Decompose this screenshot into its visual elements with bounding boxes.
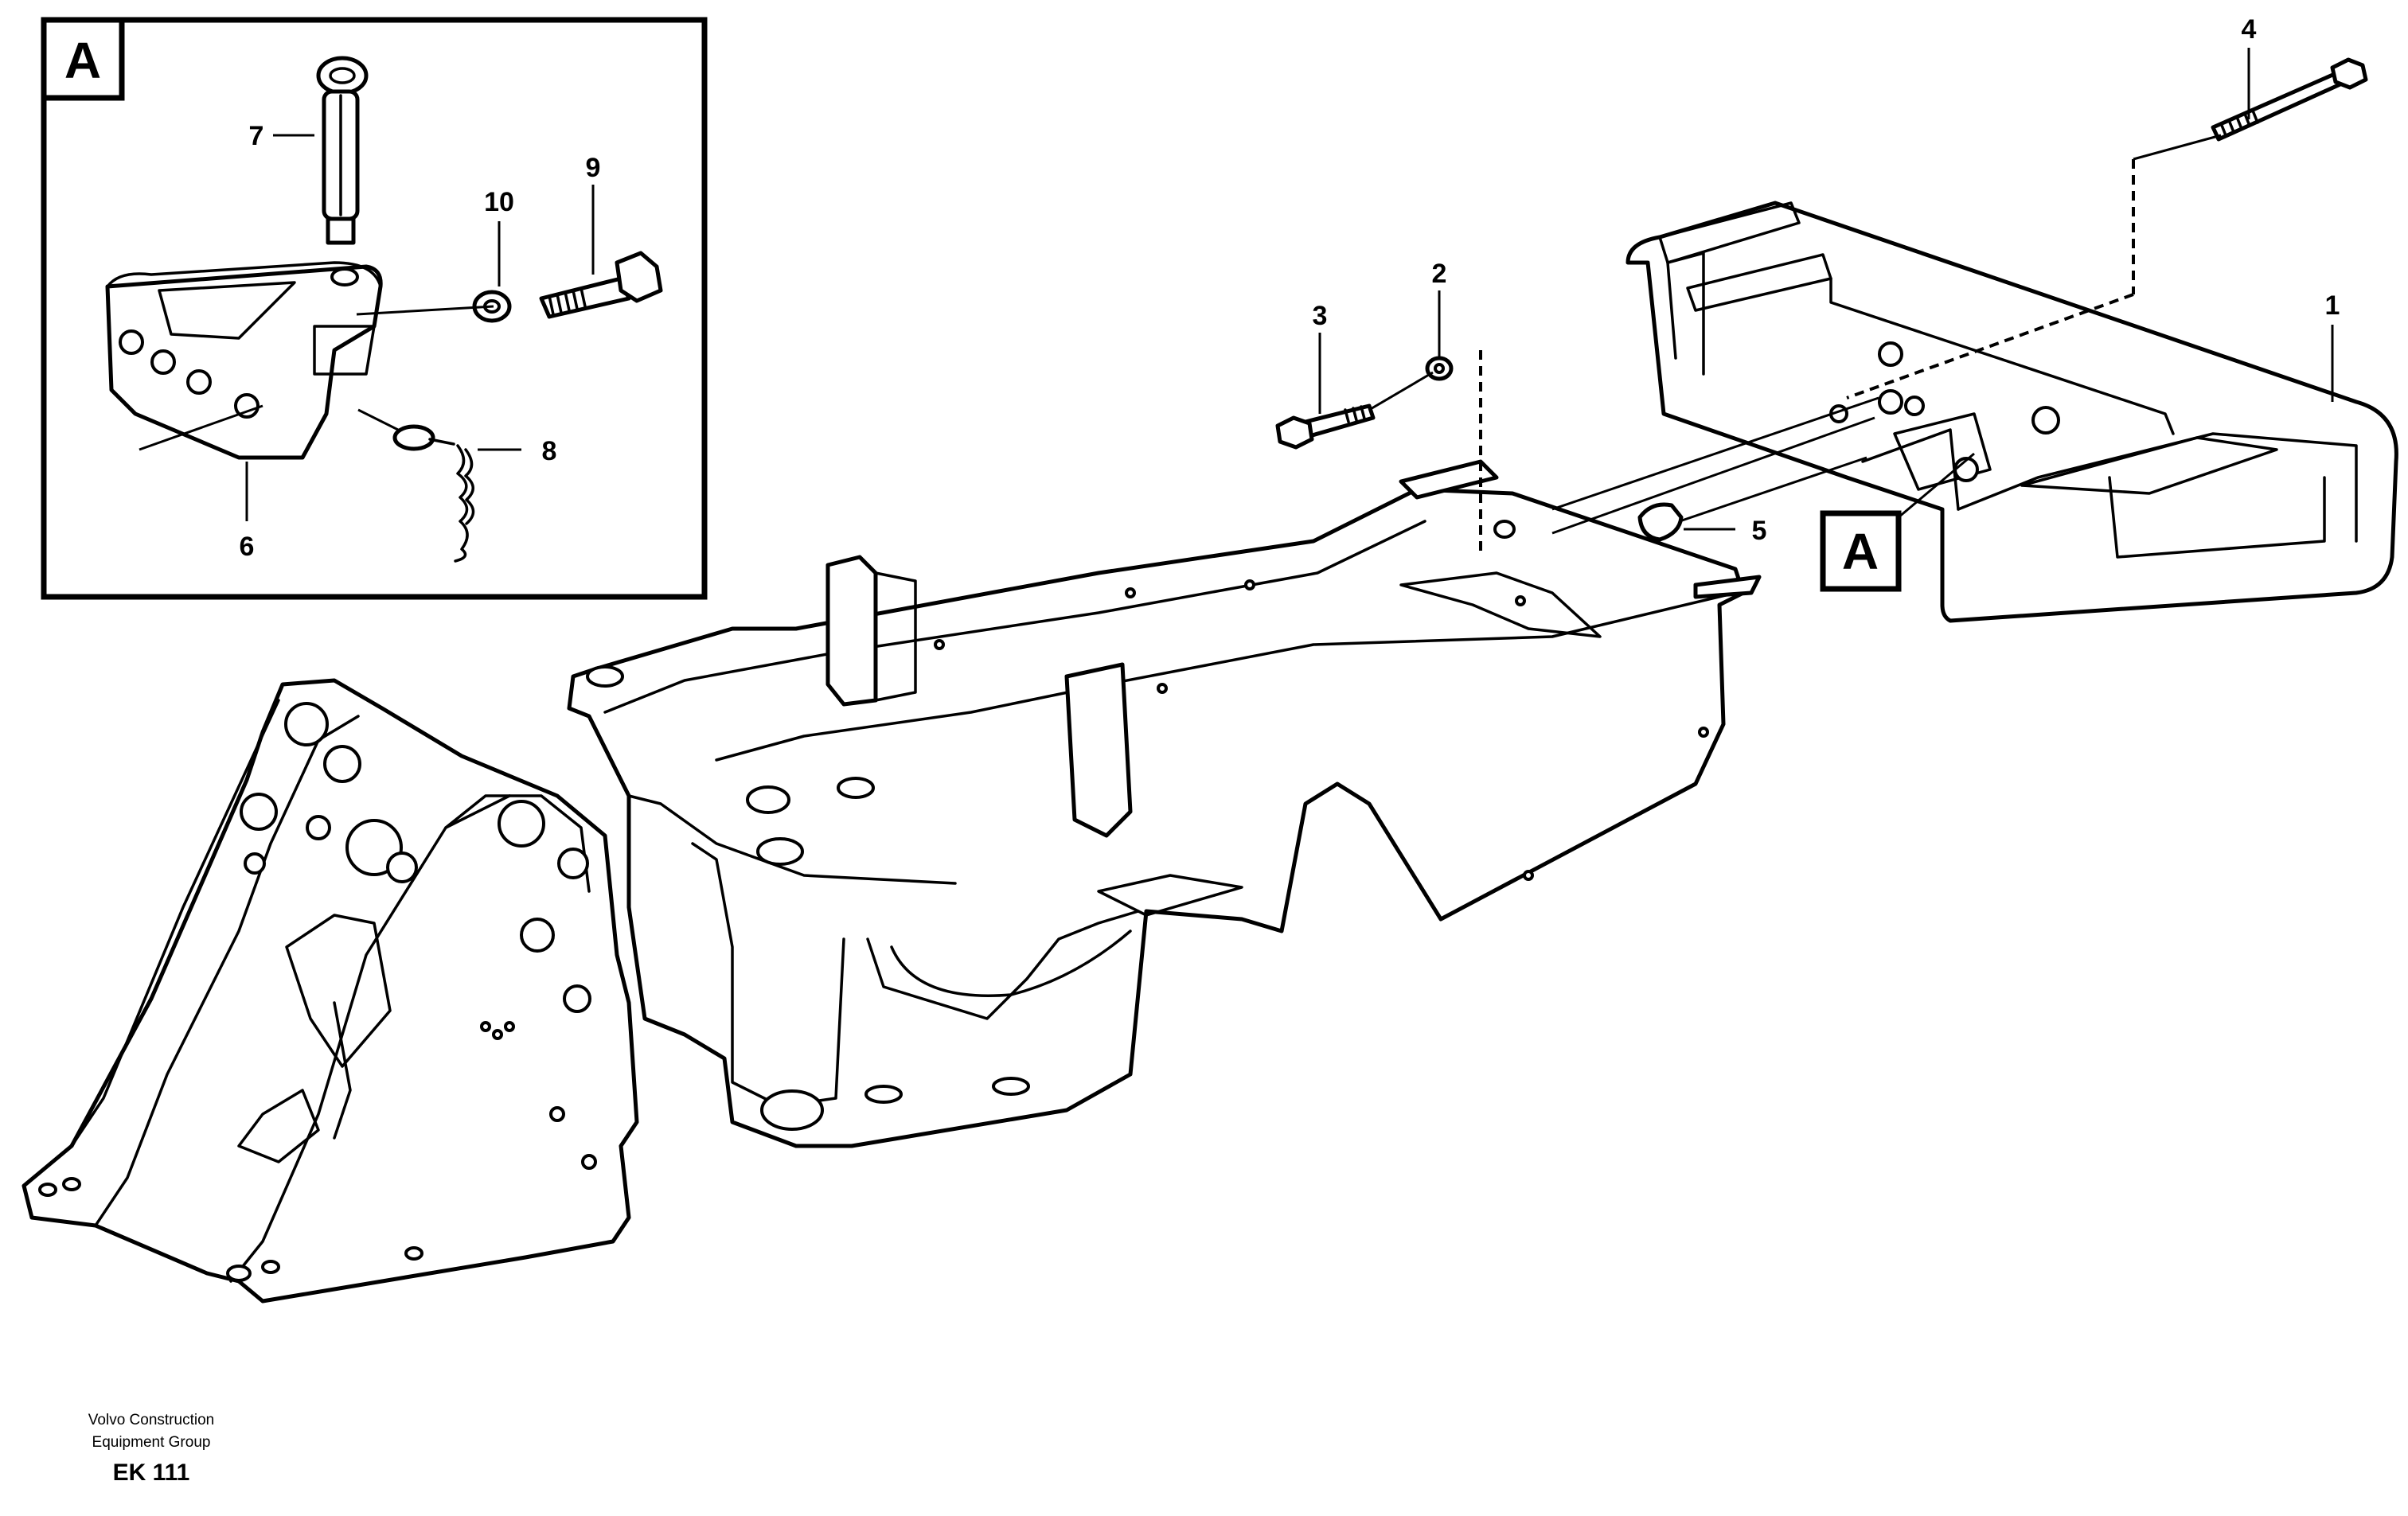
bolt-part [539, 251, 663, 319]
detail-a-reference-label: A [1842, 523, 1879, 580]
callout-1: 1 [2325, 290, 2340, 321]
detail-a-label-box [41, 17, 125, 101]
detail-a-label: A [64, 32, 101, 89]
bolt-4-part [2211, 57, 2368, 142]
callout-2: 2 [1432, 259, 1447, 289]
callout-9: 9 [586, 153, 601, 183]
detail-a-reference-box [1820, 510, 1902, 592]
callout-6: 6 [240, 532, 255, 562]
footer: Volvo Construction Equipment Group EK 11… [88, 1412, 214, 1486]
callout-5: 5 [1752, 516, 1767, 546]
rear-frame-part [567, 459, 1762, 1148]
pin-part [316, 56, 369, 245]
bolt-3-part [1275, 403, 1376, 450]
callout-4: 4 [2242, 14, 2257, 45]
callout-10: 10 [484, 187, 514, 217]
callout-7: 7 [249, 121, 264, 151]
lock-pin-part [392, 424, 475, 563]
footer-company-line1: Volvo Construction [88, 1412, 214, 1428]
front-frame-part [21, 678, 639, 1304]
detail-a-reference-marker: A [1820, 452, 1975, 592]
detail-a-inset: A [41, 17, 708, 600]
callout-8: 8 [542, 436, 557, 466]
counterweight-part [1625, 201, 2398, 623]
hitch-bracket-part [105, 261, 383, 460]
callout-3: 3 [1313, 301, 1328, 331]
footer-drawing-code: EK 111 [113, 1459, 190, 1486]
plug-5-part [1637, 502, 1684, 542]
washer-2-part [1425, 356, 1454, 381]
footer-company-line2: Equipment Group [92, 1434, 211, 1451]
